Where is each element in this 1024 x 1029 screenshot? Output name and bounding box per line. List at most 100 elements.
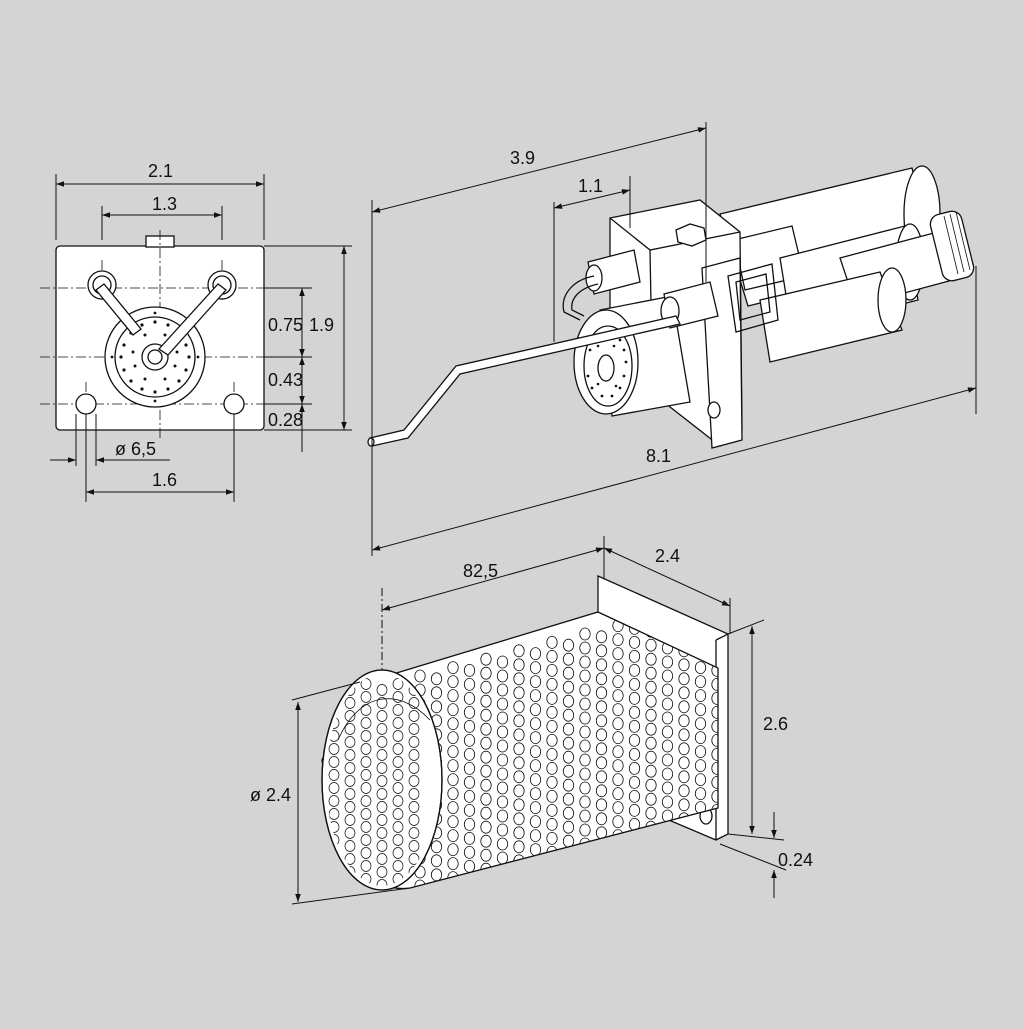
perforation-hole <box>678 798 690 812</box>
perforation-hole <box>546 804 558 817</box>
perforation-hole <box>562 778 575 792</box>
perforation-hole <box>562 708 575 722</box>
perforation-hole <box>562 694 575 708</box>
perforation-hole <box>463 818 476 831</box>
iso-view-dimensions <box>371 122 977 556</box>
perforation-hole <box>645 778 657 792</box>
perforation-hole <box>579 809 591 823</box>
perforation-hole <box>645 708 657 722</box>
perforation-hole <box>595 770 608 784</box>
perforation-hole <box>595 644 608 658</box>
perforation-hole <box>562 666 575 680</box>
perforation-hole <box>645 680 657 694</box>
perforation-hole <box>612 647 624 660</box>
perforation-hole <box>463 706 476 719</box>
perforation-hole <box>447 773 459 786</box>
perforation-hole <box>694 745 707 758</box>
inner-perforation-hole <box>392 782 404 794</box>
perforation-hole <box>694 731 707 744</box>
perforation-hole <box>562 652 575 666</box>
perforation-hole <box>595 798 608 812</box>
inner-perforation-hole <box>344 749 356 761</box>
perforation-hole <box>546 776 558 789</box>
perforation-hole <box>546 636 558 649</box>
perforation-hole <box>546 650 558 663</box>
perforation-hole <box>694 612 707 618</box>
perforation-hole <box>496 655 509 669</box>
perforation-hole <box>463 776 476 789</box>
perforation-hole <box>463 832 476 845</box>
inner-perforation-hole <box>408 840 420 852</box>
inner-perforation-hole <box>344 840 356 852</box>
perforation-hole <box>645 806 657 820</box>
perforation-hole <box>579 627 591 641</box>
perforation-hole <box>562 820 575 834</box>
perforation-hole <box>480 736 492 750</box>
perforation-hole <box>546 748 558 761</box>
perforation-hole <box>430 854 443 868</box>
dim-overall-width: 2.1 <box>148 161 173 181</box>
inner-perforation-hole <box>360 756 372 768</box>
perforation-hole <box>579 655 591 669</box>
perforation-hole <box>496 725 509 739</box>
perforation-hole <box>513 798 525 812</box>
perforation-hole <box>711 692 718 705</box>
perforation-hole <box>463 874 476 887</box>
perforation-hole <box>496 795 509 809</box>
perforation-hole <box>661 725 674 739</box>
perforation-hole <box>463 678 476 691</box>
perforation-hole <box>562 680 575 694</box>
inner-perforation-hole <box>328 873 340 885</box>
inner-perforation-hole <box>408 723 420 735</box>
perforation-hole <box>447 787 459 800</box>
front-view-dimensions <box>50 174 352 502</box>
inner-perforation-hole <box>360 717 372 729</box>
perforation-hole <box>496 753 509 767</box>
inner-perforation-hole <box>344 801 356 813</box>
perforation-hole <box>546 832 558 845</box>
inner-perforation-hole <box>360 821 372 833</box>
inner-perforation-hole <box>408 762 420 774</box>
inner-perforation-hole <box>376 866 388 878</box>
perforation-hole <box>480 834 492 848</box>
perforation-hole <box>562 736 575 750</box>
tube-view-labels: 82,5 2.4 2.6 ø 2.4 0.24 <box>250 546 813 870</box>
perforation-hole <box>463 804 476 817</box>
perforation-hole <box>628 664 641 677</box>
inner-perforation-hole <box>408 697 420 709</box>
mounting-hole-left <box>75 393 97 415</box>
perforation-hole <box>529 773 542 786</box>
perforation-hole <box>612 675 624 688</box>
tube-view <box>321 574 729 891</box>
perforation-hole <box>628 706 641 719</box>
perforation-hole <box>496 781 509 795</box>
perforation-hole <box>529 689 542 702</box>
perforation-hole <box>579 795 591 809</box>
inner-perforation-hole <box>344 814 356 826</box>
inner-perforation-hole <box>360 730 372 742</box>
perforation-hole <box>678 714 690 728</box>
inner-perforation-hole <box>328 743 340 755</box>
perforation-hole <box>480 778 492 792</box>
perforation-hole <box>645 652 657 666</box>
perforation-hole <box>694 759 707 772</box>
perforation-hole <box>430 840 443 854</box>
perforation-hole <box>529 661 542 674</box>
perforation-hole <box>513 770 525 784</box>
perforation-hole <box>612 717 624 730</box>
perforation-hole <box>496 837 509 851</box>
inner-perforation-hole <box>392 743 404 755</box>
inner-perforation-hole <box>328 691 340 703</box>
perforation-hole <box>447 717 459 730</box>
perforation-hole <box>579 823 591 837</box>
inner-perforation-hole <box>376 736 388 748</box>
inner-perforation-hole <box>392 769 404 781</box>
inner-perforation-hole <box>344 762 356 774</box>
perforation-hole <box>562 792 575 806</box>
perforation-hole <box>711 776 718 789</box>
perforation-hole <box>496 767 509 781</box>
inner-perforation-hole <box>360 678 372 690</box>
perforation-hole <box>645 722 657 736</box>
perforation-hole <box>628 678 641 691</box>
perforation-hole <box>595 714 608 728</box>
